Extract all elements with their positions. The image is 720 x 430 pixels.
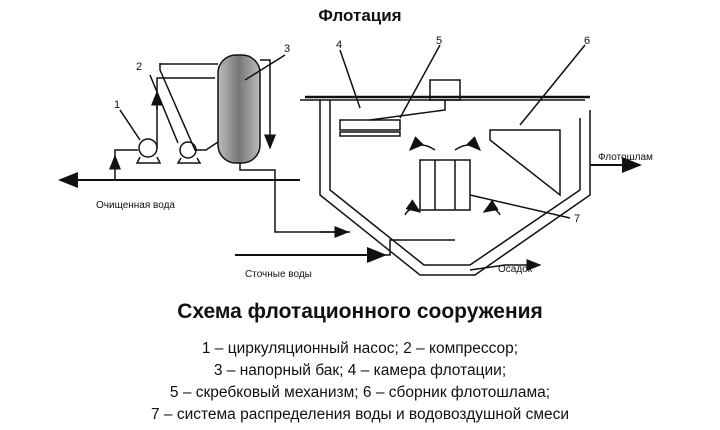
pump-suction-pipe: [114, 149, 138, 180]
page-title: Флотация: [318, 6, 402, 25]
label-num-6: 6: [584, 35, 590, 47]
label-froth: Флотошлам: [598, 152, 653, 163]
label-num-3: 3: [284, 43, 290, 55]
label-num-2: 2: [136, 61, 142, 73]
label-num-4: 4: [336, 39, 342, 51]
caption-heading: Схема флотационного сооружения: [177, 300, 543, 323]
legend-line: 7 – система распределения воды и водовоз…: [150, 406, 570, 423]
air-water-pipe: [239, 163, 350, 233]
compressor: [179, 141, 197, 159]
sediment-outlet: [469, 259, 542, 271]
label-wastewater: Сточные воды: [245, 269, 312, 280]
label-num-5: 5: [436, 35, 442, 47]
caption-legend: 1 – циркуляционный насос; 2 – компрессор…: [0, 338, 720, 426]
label-num-1: 1: [114, 99, 120, 111]
distribution-chamber: [419, 159, 471, 211]
flotation-basin-outline: [300, 99, 591, 276]
pressure-tank: [217, 54, 261, 164]
legend-line: 1 – циркуляционный насос; 2 – компрессор…: [201, 340, 519, 357]
legend-line: 5 – скребковый механизм; 6 – сборник фло…: [169, 384, 551, 401]
legend-line: 3 – напорный бак; 4 – камера флотации;: [213, 362, 507, 379]
scraper-mechanism: [339, 119, 401, 131]
label-sediment: Осадок: [498, 264, 533, 275]
label-num-7: 7: [574, 213, 580, 225]
label-clean-water: Очищенная вода: [96, 200, 175, 211]
froth-collector: [489, 129, 561, 197]
circulation-pump: [138, 138, 158, 158]
wastewater-inlet-pipe: [235, 239, 455, 256]
flotation-scheme-diagram: 1 2 3 4 5 6 7 Очищенная вода Сточные вод…: [58, 35, 653, 280]
